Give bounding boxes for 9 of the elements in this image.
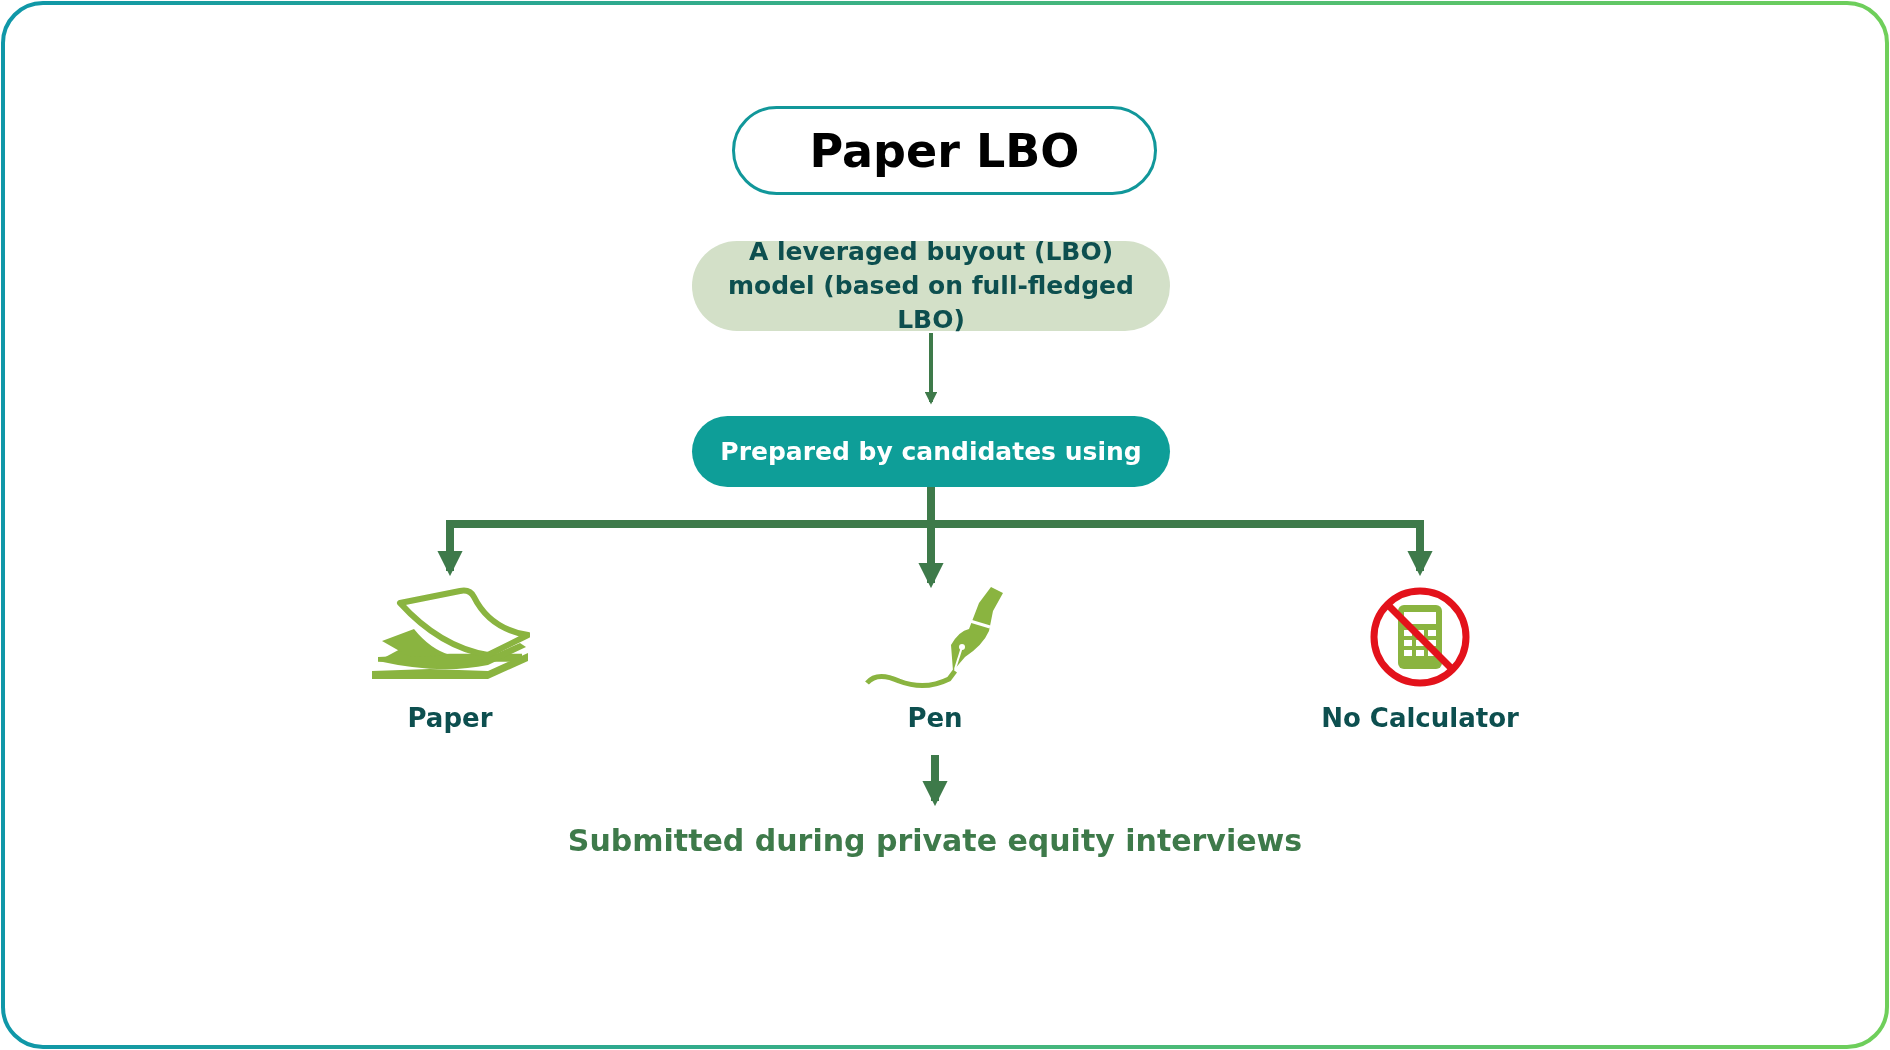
arrow bbox=[924, 333, 938, 405]
arrow bbox=[927, 487, 1433, 577]
item-label: Pen bbox=[907, 703, 963, 733]
title-pill: Paper LBO bbox=[732, 106, 1157, 195]
item-label: No Calculator bbox=[1321, 703, 1519, 733]
item-label: Paper bbox=[407, 703, 493, 733]
result-text: Submitted during private equity interviews bbox=[567, 822, 1303, 858]
description-box: A leveraged buyout (LBO) model (based on full-fledged LBO) bbox=[692, 241, 1170, 331]
process-box: Prepared by candidates using bbox=[692, 416, 1170, 487]
